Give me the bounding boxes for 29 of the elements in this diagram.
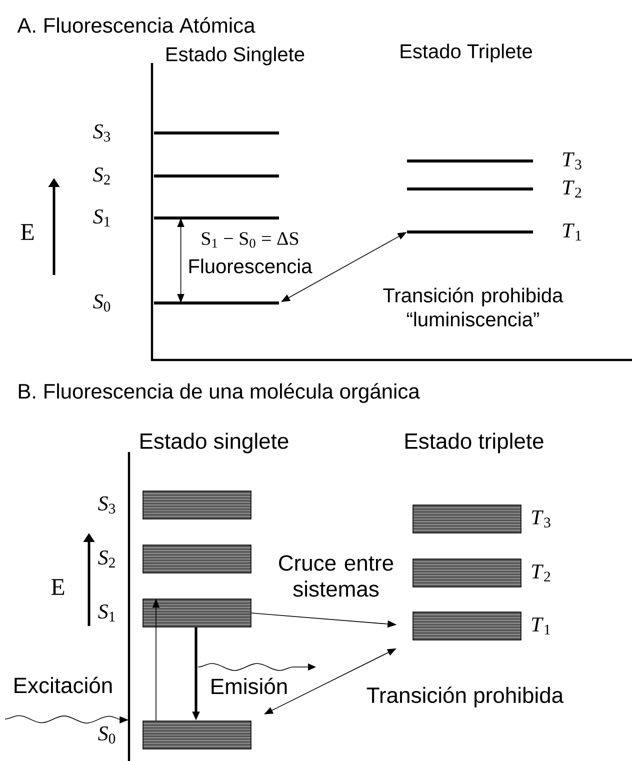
text-label: E: [51, 579, 64, 595]
level-label: T$_{1}$: [532, 618, 550, 634]
level-label: S$_{1}$: [98, 604, 115, 622]
text-label: S$_{1}$ − S$_{0}$ = ΔS: [202, 232, 298, 248]
text-label: Transición prohibida “luminiscencia”: [383, 288, 564, 326]
text-label: Estado Singlete: [166, 46, 304, 66]
text-label: B. Fluorescencia de una molécula orgánica: [18, 383, 420, 403]
edge-label: Fluorescencia: [186, 258, 314, 274]
text-label: Estado singlete: [140, 432, 288, 454]
text-label: Transición prohibida: [366, 686, 564, 708]
text-label: A. Fluorescencia Atómica: [17, 17, 256, 33]
level-label: T$_{2}$: [532, 564, 550, 582]
edge-label: Cruce entre sistemas: [268, 554, 404, 598]
level-label: S$_{1}$: [93, 210, 110, 227]
edge-label: Emisión: [208, 676, 290, 696]
level-label: S$_{2}$: [93, 168, 110, 185]
level-label: T$_{3}$: [562, 152, 582, 170]
level-label: S$_{0}$: [98, 726, 116, 744]
level-label: T$_{1}$: [562, 224, 581, 240]
text-label: Excitación: [14, 676, 112, 694]
level-label: S$_{0}$: [93, 294, 110, 312]
level-label: S$_{3}$: [98, 496, 116, 514]
text-label: E: [20, 224, 34, 240]
level-label: S$_{2}$: [98, 550, 115, 568]
text-label: Estado Triplete: [400, 44, 532, 62]
level-label: T$_{2}$: [562, 180, 582, 198]
text-label: Estado triplete: [405, 432, 544, 454]
level-label: T$_{3}$: [532, 510, 550, 528]
level-label: S$_{3}$: [93, 124, 110, 142]
